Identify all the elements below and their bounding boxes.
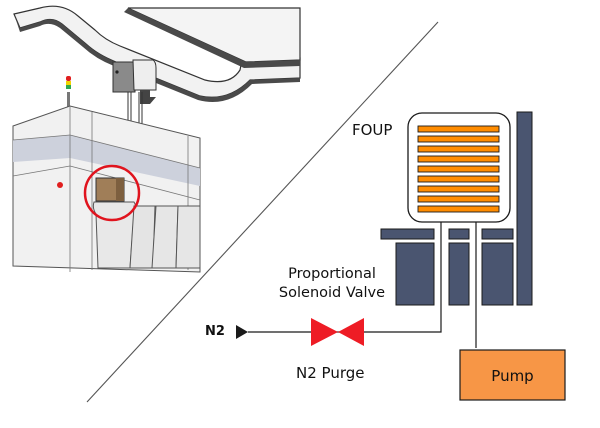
stage-block — [448, 242, 470, 306]
wafer — [417, 165, 500, 173]
n2-purge-label: N2 Purge — [296, 364, 365, 382]
wafer — [417, 155, 500, 163]
wafer — [417, 195, 500, 203]
stage-block — [395, 242, 435, 306]
signal-tower-light — [66, 76, 71, 108]
foup-label: FOUP — [352, 121, 393, 139]
wafer — [417, 205, 500, 213]
tool-indicator-light — [57, 182, 63, 188]
valve-label-line1: Proportional — [288, 266, 376, 282]
wafer — [417, 135, 500, 143]
stage-block — [481, 242, 514, 306]
valve-label-line2: Solenoid Valve — [278, 285, 386, 301]
oht-illustration — [12, 5, 301, 273]
n2-source-label: N2 — [205, 324, 225, 339]
pump-label: Pump — [491, 367, 534, 385]
proportional-solenoid-valve-icon[interactable] — [311, 318, 364, 346]
wafer-stack — [417, 125, 500, 213]
wafer — [417, 175, 500, 183]
stage-block-tall — [516, 111, 533, 306]
n2-source-arrow-icon — [236, 325, 248, 339]
stage-plate — [448, 228, 470, 240]
overhead-rail — [13, 5, 301, 102]
wafer — [417, 125, 500, 133]
highlight-circle — [83, 164, 141, 222]
stage-plate — [380, 228, 435, 240]
valve-label: Proportional Solenoid Valve — [262, 265, 402, 303]
pump-box — [459, 349, 566, 401]
stage-plate — [481, 228, 514, 240]
purge-schematic — [236, 111, 566, 401]
wafer — [417, 185, 500, 193]
diagonal-divider — [86, 21, 439, 403]
wafer — [417, 145, 500, 153]
